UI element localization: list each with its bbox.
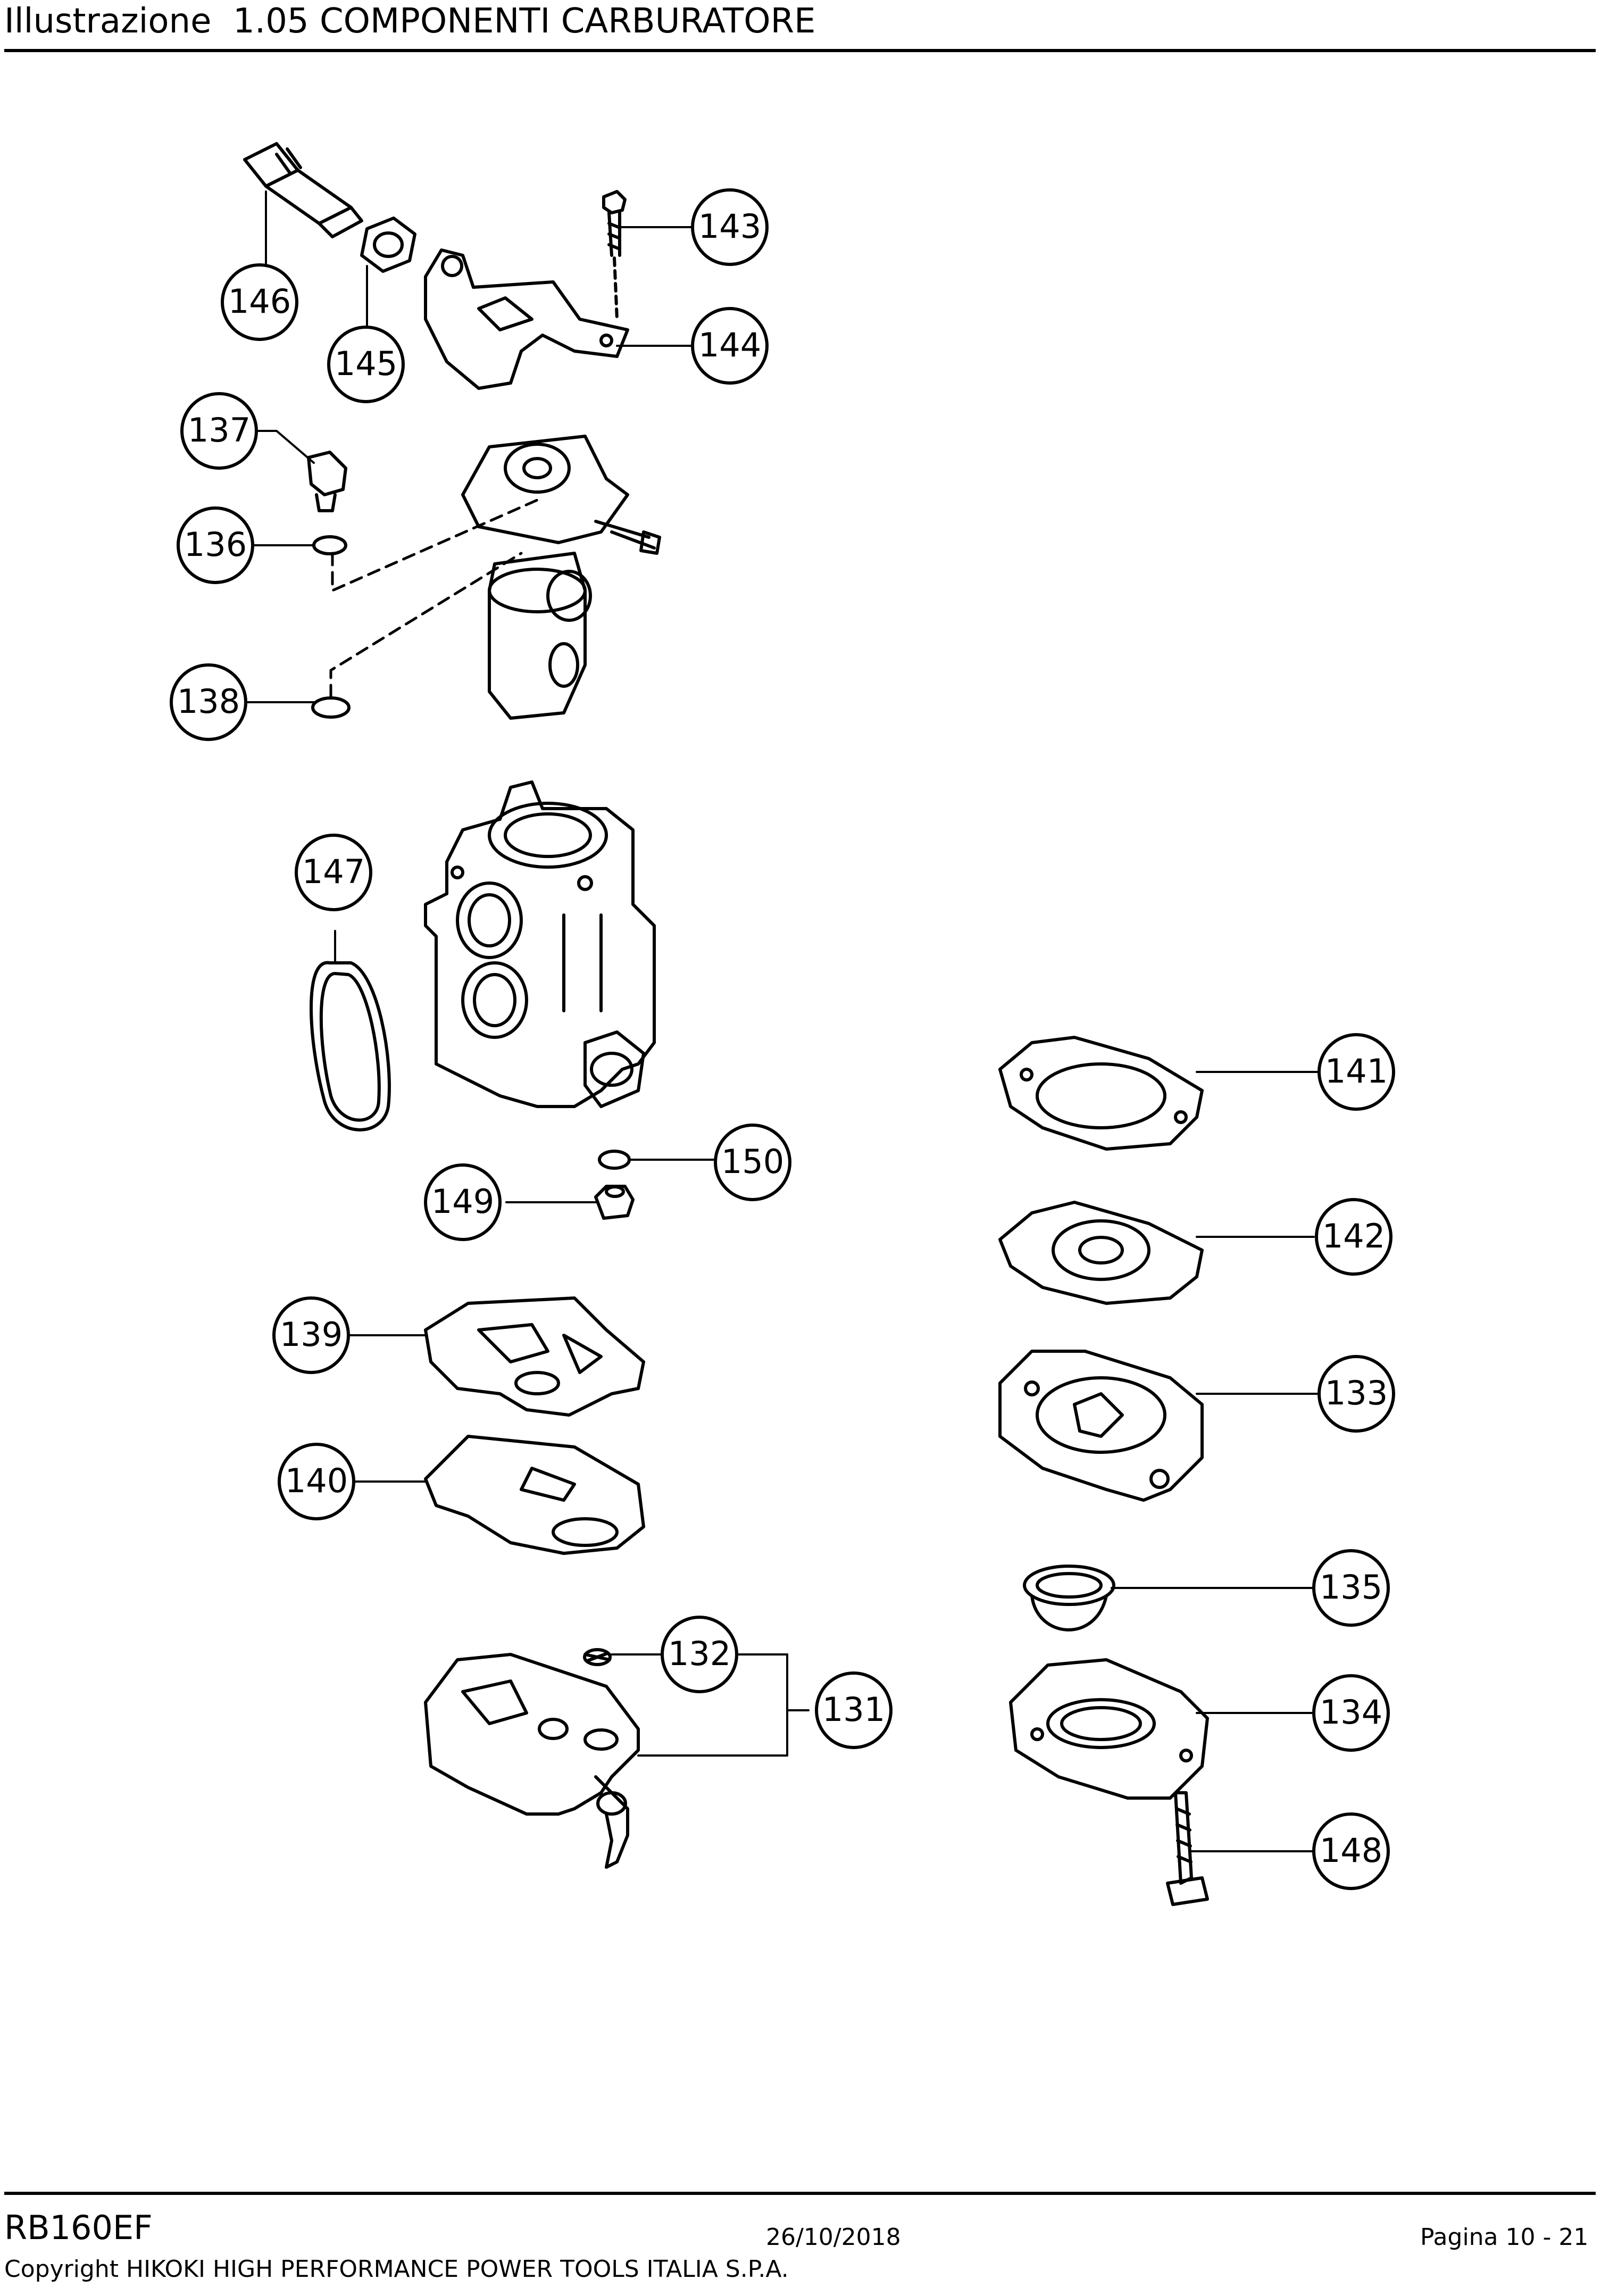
- part-150-o-ring: [598, 1150, 631, 1170]
- footer-date: 26/10/2018: [766, 2224, 901, 2251]
- svg-text:140: 140: [285, 1461, 348, 1500]
- callout-138: 138: [170, 663, 247, 741]
- svg-text:135: 135: [1320, 1568, 1382, 1607]
- part-134-primer-cover: [1009, 1658, 1209, 1800]
- callout-142: 142: [1315, 1198, 1392, 1276]
- exploded-parts-diagram: 146 145 143 144 137 136 138 147 150 149 …: [170, 142, 1395, 1906]
- part-136-o-ring: [312, 535, 347, 555]
- svg-text:147: 147: [302, 852, 365, 891]
- callout-147: 147: [295, 834, 372, 911]
- footer-divider: [4, 2192, 1596, 2195]
- part-143-screw: [602, 190, 627, 321]
- svg-text:149: 149: [431, 1182, 494, 1221]
- part-132-screen: [583, 1648, 612, 1666]
- part-147-gasket-ring: [310, 961, 391, 1132]
- svg-text:132: 132: [668, 1634, 731, 1673]
- part-139-gasket: [424, 1296, 645, 1417]
- callout-136: 136: [177, 506, 254, 584]
- header-divider: [4, 49, 1596, 52]
- svg-text:133: 133: [1325, 1374, 1388, 1412]
- callout-132: 132: [661, 1616, 738, 1693]
- callout-141: 141: [1318, 1033, 1395, 1111]
- svg-text:134: 134: [1320, 1693, 1382, 1732]
- part-133-pump-cover: [998, 1350, 1204, 1502]
- part-131-pump-body: [424, 1653, 640, 1869]
- part-146-hose-fitting: [243, 142, 363, 238]
- svg-text:138: 138: [177, 682, 240, 721]
- leader-lines: [245, 190, 1320, 1852]
- callout-137: 137: [180, 392, 258, 470]
- part-140-gasket: [424, 1435, 645, 1555]
- part-141-gasket: [998, 1036, 1204, 1151]
- footer-page-number: Pagina 10 - 21: [1420, 2224, 1589, 2251]
- svg-text:144: 144: [698, 326, 761, 364]
- svg-text:148: 148: [1320, 1831, 1382, 1870]
- part-137-plug: [307, 451, 347, 512]
- svg-text:136: 136: [184, 525, 247, 564]
- callout-143: 143: [691, 188, 769, 266]
- svg-text:146: 146: [228, 282, 291, 321]
- part-148-screw: [1166, 1791, 1209, 1906]
- svg-text:142: 142: [1322, 1217, 1385, 1255]
- page-title: Illustrazione 1.05 COMPONENTI CARBURATOR…: [4, 2, 816, 41]
- svg-text:143: 143: [698, 207, 761, 246]
- part-145-nut: [360, 217, 416, 273]
- part-144-bracket: [424, 248, 629, 390]
- svg-text:139: 139: [280, 1315, 343, 1354]
- part-135-primer-bulb: [1023, 1565, 1115, 1632]
- page-header: Illustrazione 1.05 COMPONENTI CARBURATOR…: [0, 0, 1601, 53]
- part-149-jet: [594, 1185, 635, 1220]
- svg-text:150: 150: [721, 1142, 784, 1181]
- callout-139: 139: [272, 1296, 350, 1374]
- callout-140: 140: [278, 1443, 355, 1520]
- footer-model: RB160EF: [4, 2208, 153, 2247]
- callout-135: 135: [1312, 1549, 1390, 1627]
- footer-copyright: Copyright HIKOKI HIGH PERFORMANCE POWER …: [4, 2256, 789, 2283]
- part-carburetor-body: [424, 780, 656, 1108]
- part-throttle-valve-assembly: [461, 435, 661, 720]
- callout-133: 133: [1318, 1355, 1395, 1433]
- callout-134: 134: [1312, 1674, 1390, 1752]
- svg-text:131: 131: [822, 1690, 885, 1729]
- callout-150: 150: [714, 1124, 791, 1201]
- part-142-diaphragm: [998, 1201, 1204, 1305]
- callout-148: 148: [1312, 1812, 1390, 1890]
- callout-144: 144: [691, 307, 769, 385]
- callout-145: 145: [327, 326, 405, 403]
- callout-131: 131: [815, 1671, 893, 1749]
- svg-text:137: 137: [188, 411, 251, 450]
- callout-146: 146: [221, 263, 298, 341]
- callout-149: 149: [424, 1163, 502, 1241]
- part-138-clip: [311, 696, 351, 719]
- svg-text:145: 145: [335, 344, 397, 383]
- svg-text:141: 141: [1325, 1052, 1388, 1091]
